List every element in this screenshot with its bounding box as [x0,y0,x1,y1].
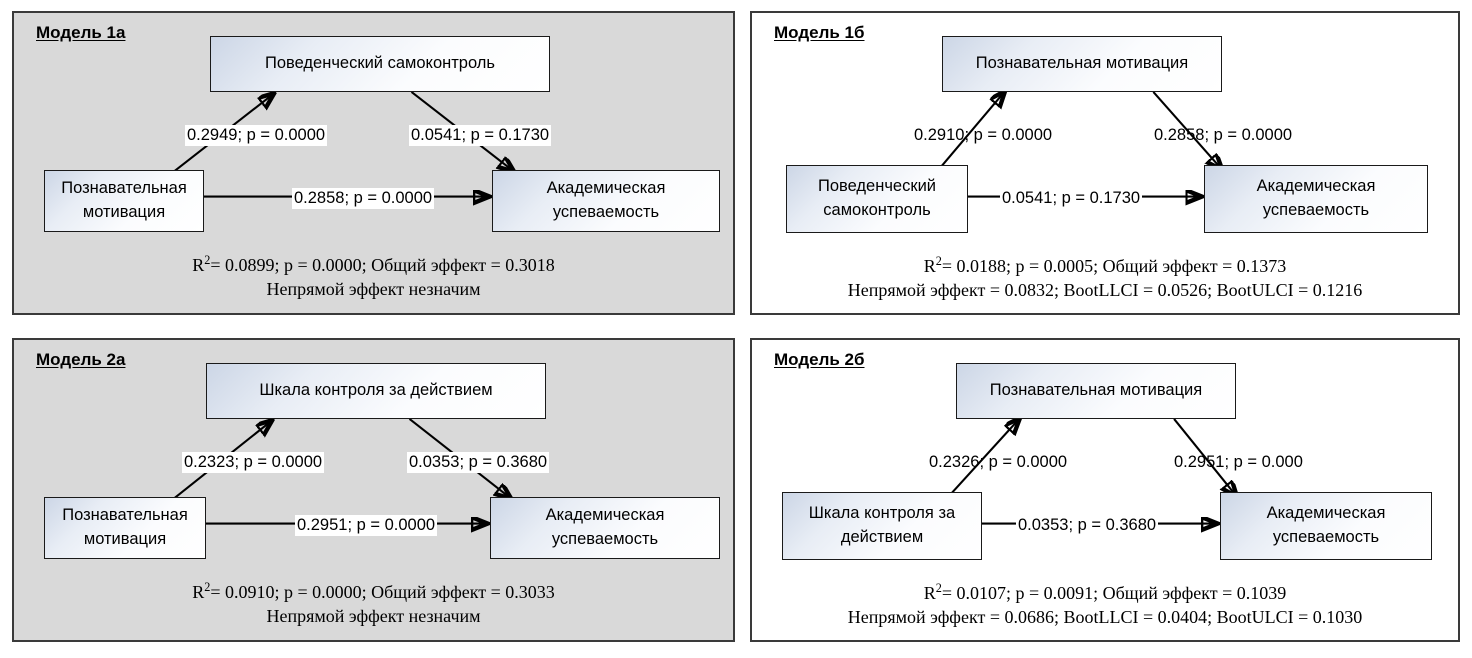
r-squared-exponent: 2 [935,254,942,268]
edge-label-path-c-model-2b: 0.0353; p = 0.3680 [1016,515,1159,536]
edge-label-path-c-model-2a: 0.2951; p = 0.0000 [295,515,438,536]
edge-label-path-b-model-1b: 0.2858; p = 0.0000 [1154,126,1293,144]
arrow-path-a [938,92,1004,170]
panel-title-model-1a: Модель 1а [36,23,126,42]
edge-label-path-a-model-2b: 0.2326; p = 0.0000 [929,453,1068,471]
node-outcome-model-2b: Академическая успеваемость [1220,492,1432,560]
r-squared-symbol: R [192,582,205,602]
edge-label-path-a-model-2a: 0.2323; p = 0.0000 [182,452,325,473]
footer-line-2: Непрямой эффект = 0.0832; BootLLCI = 0.0… [847,280,1363,301]
edge-label-path-b-model-2a: 0.0353; p = 0.3680 [407,452,550,473]
node-predictor-model-1a: Познавательная мотивация [44,170,204,232]
edge-label-path-b-model-2b: 0.2951; p = 0.000 [1174,453,1303,471]
r-squared-exponent: 2 [204,580,211,594]
r-squared-symbol: R [192,255,205,275]
node-outcome-model-2a: Академическая успеваемость [490,497,720,559]
footer-line-1-text: = 0.0899; p = 0.0000; Общий эффект = 0.3… [210,255,555,275]
r-squared-symbol: R [923,583,936,603]
node-outcome-model-1a: Академическая успеваемость [492,170,720,232]
panel-title-model-1b: Модель 1б [774,23,865,42]
panel-model-2a: Модель 2а Шкала контроля за действием По… [12,338,735,642]
r-squared-exponent: 2 [935,581,942,595]
panel-footer-model-2b: R2= 0.0107; p = 0.0091; Общий эффект = 0… [752,581,1458,630]
footer-line-1-text: = 0.0107; p = 0.0091; Общий эффект = 0.1… [941,583,1287,603]
footer-line-1-text: = 0.0910; p = 0.0000; Общий эффект = 0.3… [210,582,555,602]
edge-label-path-c-model-1b: 0.0541; p = 0.1730 [1000,188,1143,209]
node-predictor-model-2a: Познавательная мотивация [44,497,206,559]
panel-model-1b: Модель 1б Познавательная мотивация Повед… [750,11,1460,315]
edge-label-path-a-model-1a: 0.2949; p = 0.0000 [185,125,328,146]
footer-line-2: Непрямой эффект незначим [266,279,481,300]
footer-line-1-text: = 0.0188; p = 0.0005; Общий эффект = 0.1… [941,256,1287,276]
footer-line-1: R2= 0.0107; p = 0.0091; Общий эффект = 0… [752,581,1458,605]
arrow-path-a [948,419,1019,497]
node-predictor-model-1b: Поведенческий самоконтроль [786,165,968,233]
footer-line-1: R2= 0.0910; p = 0.0000; Общий эффект = 0… [14,580,733,604]
node-predictor-model-2b: Шкала контроля за действием [782,492,982,560]
footer-line-1: R2= 0.0899; p = 0.0000; Общий эффект = 0… [14,253,733,277]
arrow-path-b [1173,418,1236,496]
footer-line-2: Непрямой эффект незначим [266,606,481,627]
node-mediator-model-1b: Познавательная мотивация [942,36,1222,92]
panel-footer-model-1a: R2= 0.0899; p = 0.0000; Общий эффект = 0… [14,253,733,302]
panel-model-2b: Модель 2б Познавательная мотивация Шкала… [750,338,1460,642]
r-squared-symbol: R [923,256,936,276]
panel-model-1a: Модель 1а Поведенческий самоконтроль Поз… [12,11,735,315]
edge-label-path-c-model-1a: 0.2858; p = 0.0000 [292,188,435,209]
panel-footer-model-2a: R2= 0.0910; p = 0.0000; Общий эффект = 0… [14,580,733,629]
edge-label-path-b-model-1a: 0.0541; p = 0.1730 [409,125,552,146]
node-mediator-model-1a: Поведенческий самоконтроль [210,36,550,92]
panel-footer-model-1b: R2= 0.0188; p = 0.0005; Общий эффект = 0… [752,254,1458,303]
arrow-path-b [1152,91,1221,169]
node-mediator-model-2b: Познавательная мотивация [956,363,1236,419]
panel-title-model-2b: Модель 2б [774,350,865,369]
r-squared-exponent: 2 [204,253,211,267]
node-mediator-model-2a: Шкала контроля за действием [206,363,546,419]
footer-line-2: Непрямой эффект = 0.0686; BootLLCI = 0.0… [847,607,1363,628]
edge-label-path-a-model-1b: 0.2910; p = 0.0000 [914,126,1053,144]
footer-line-1: R2= 0.0188; p = 0.0005; Общий эффект = 0… [752,254,1458,278]
panel-title-model-2a: Модель 2а [36,350,126,369]
node-outcome-model-1b: Академическая успеваемость [1204,165,1428,233]
